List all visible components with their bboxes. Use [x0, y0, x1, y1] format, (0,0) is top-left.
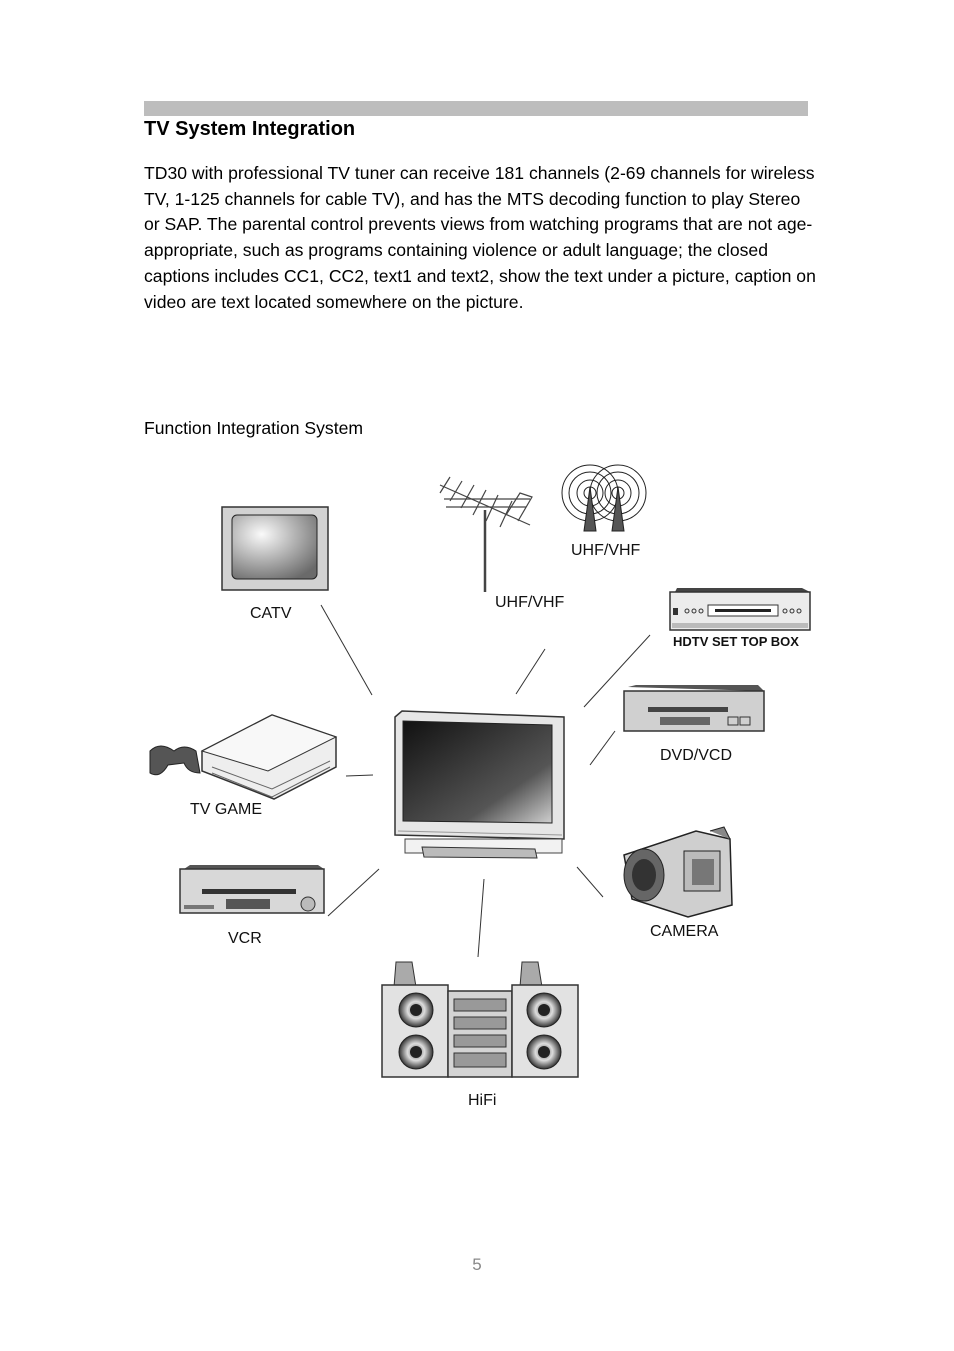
hifi-system-icon — [381, 961, 579, 1078]
connection-lines — [320, 604, 651, 958]
antenna-icon — [439, 476, 533, 592]
set-top-box-icon — [669, 588, 811, 631]
dvd-player-icon — [623, 685, 765, 732]
broadcast-tower-icon — [561, 464, 647, 532]
function-integration-diagram: CATV UHF/VHF UHF/VHF HDTV SET — [149, 464, 811, 1109]
section-header-bar — [144, 101, 808, 116]
catv-label: CATV — [250, 605, 292, 622]
game-console-icon — [149, 714, 338, 800]
towers-label: UHF/VHF — [571, 542, 641, 559]
vcr-label: VCR — [228, 930, 262, 947]
antenna-label: UHF/VHF — [495, 594, 565, 611]
figure-caption: Function Integration System — [144, 418, 364, 438]
dvd-label: DVD/VCD — [660, 747, 732, 764]
flat-panel-tv-icon — [394, 710, 565, 859]
vcr-icon — [179, 865, 325, 914]
crt-tv-icon — [221, 506, 329, 591]
section-title: TV System Integration — [144, 118, 356, 140]
section-paragraph: TD30 with professional TV tuner can rece… — [144, 163, 816, 312]
set-top-box-label: HDTV SET TOP BOX — [673, 634, 799, 649]
camera-label: CAMERA — [650, 923, 719, 940]
camcorder-icon — [623, 826, 733, 918]
hifi-label: HiFi — [468, 1092, 496, 1109]
page-number: 5 — [472, 1255, 482, 1274]
tv-game-label: TV GAME — [190, 801, 262, 818]
